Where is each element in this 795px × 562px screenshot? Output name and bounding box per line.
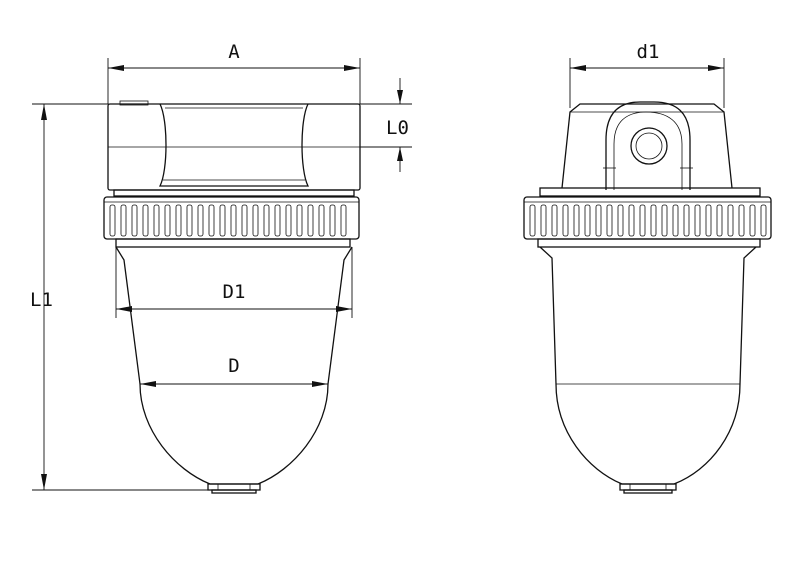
knurl-ridge [738, 204, 745, 237]
knurl-ridge [175, 204, 182, 237]
side-drain-nipple [619, 483, 677, 494]
knurl-ridge [639, 204, 646, 237]
knurl-ridge [197, 204, 204, 237]
knurl-ridge [727, 204, 734, 237]
knurl-ridge [296, 204, 303, 237]
knurl-ridge [562, 204, 569, 237]
label-D1: D1 [223, 281, 246, 303]
knurl-ridge [109, 204, 116, 237]
knurl-ridge [219, 204, 226, 237]
knurl-ridge [606, 204, 613, 237]
knurl-ridge [274, 204, 281, 237]
knurl-ridge [540, 204, 547, 237]
knurl-ridge [716, 204, 723, 237]
knurl-ridge [694, 204, 701, 237]
dimension-L1: L1 [30, 103, 208, 491]
dimension-d1: d1 [569, 41, 725, 108]
knurl-ridge [551, 204, 558, 237]
side-knurled-ring [523, 196, 772, 240]
knurl-ridge [164, 204, 171, 237]
knurl-ridge [617, 204, 624, 237]
knurl-ridge [595, 204, 602, 237]
knurl-ridge [628, 204, 635, 237]
knurl-ridge [584, 204, 591, 237]
knurl-ridge [120, 204, 127, 237]
knurl-ridge [318, 204, 325, 237]
knurl-ridge [252, 204, 259, 237]
knurled-ring [103, 196, 360, 240]
knurl-ridge [186, 204, 193, 237]
knurl-ridge [153, 204, 160, 237]
knurl-ridge [661, 204, 668, 237]
knurl-ridge [241, 204, 248, 237]
knurl-ridge [263, 204, 270, 237]
knurl-ridge [705, 204, 712, 237]
drain-nipple [207, 483, 261, 494]
knurl-ridge [285, 204, 292, 237]
knurl-ridge [760, 204, 767, 237]
side-band [539, 187, 761, 197]
dimension-L0: L0 [360, 78, 412, 172]
knurl-ridge [683, 204, 690, 237]
knurl-ridge [131, 204, 138, 237]
knurl-ridge [307, 204, 314, 237]
knurl-ridge [230, 204, 237, 237]
label-A: A [228, 41, 240, 63]
knurl-ridge [650, 204, 657, 237]
knurl-ridge [208, 204, 215, 237]
knurl-ridge [749, 204, 756, 237]
label-L1: L1 [30, 289, 53, 311]
dimension-D: D [140, 355, 328, 387]
knurl-ridge [329, 204, 336, 237]
side-view [523, 101, 772, 494]
dimension-D1: D1 [115, 247, 353, 318]
knurl-ridge [529, 204, 536, 237]
front-view [103, 100, 361, 494]
port-hole [630, 127, 668, 165]
head-band [113, 189, 355, 197]
label-d1: d1 [637, 41, 660, 63]
side-bowl [539, 246, 757, 485]
head-block [107, 100, 361, 191]
side-ring-base [537, 238, 761, 248]
knurl-ridge [672, 204, 679, 237]
knurl-ridge [573, 204, 580, 237]
knurl-ridge [340, 204, 347, 237]
ring-base [115, 238, 351, 248]
label-D: D [228, 355, 239, 377]
knurl-ridge [142, 204, 149, 237]
label-L0: L0 [386, 117, 409, 139]
mounting-lug [603, 101, 693, 190]
side-head [561, 103, 733, 189]
dimension-A: A [107, 41, 361, 104]
